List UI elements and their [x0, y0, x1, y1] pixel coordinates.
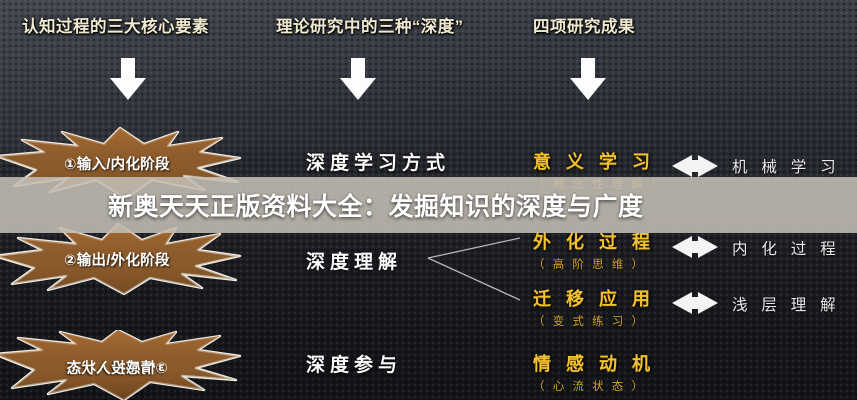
- outcome-subtitle: （ 变 式 练 习 ）: [533, 316, 646, 328]
- outcome-subtitle: （ 高 阶 思 维 ）: [533, 259, 646, 271]
- down-arrow-icon: [566, 58, 610, 102]
- compare-arrow-icon: [672, 292, 718, 314]
- burst-shape-icon: [0, 330, 242, 400]
- stage-label: ①输入/内化阶段: [64, 156, 170, 173]
- depth-label: 深度参与: [306, 355, 403, 376]
- arrow-shaft: [121, 58, 135, 80]
- column-heading-depths: 理论研究中的三种“深度”: [276, 18, 464, 36]
- outcome-title: 迁 移 应 用: [533, 289, 656, 309]
- column-heading-elements: 认知过程的三大核心要素: [22, 18, 209, 36]
- burst-shape-icon: [0, 222, 242, 296]
- down-arrow-icon: [336, 58, 380, 102]
- outcome-title: 情 感 动 机: [533, 354, 656, 374]
- column-heading-outcomes: 四项研究成果: [533, 18, 635, 36]
- stage-burst-badge: ③情感投入状态: [0, 330, 242, 400]
- arrow-head: [340, 78, 376, 100]
- stage-label: ③情感投入状态: [66, 360, 168, 377]
- overlay-title-banner: 新奥天天正版资料大全：发掘知识的深度与广度: [0, 177, 857, 233]
- arrow-head-right: [698, 155, 718, 177]
- contrast-label: 机 械 学 习: [732, 159, 841, 176]
- compare-arrow-icon: [672, 236, 718, 258]
- arrow-head: [570, 78, 606, 100]
- arrow-head-left: [672, 236, 692, 258]
- outcome-item: 外 化 过 程 （ 高 阶 思 维 ）: [533, 228, 655, 272]
- contrast-label: 内 化 过 程: [732, 241, 841, 258]
- stage-label: ②输出/外化阶段: [64, 252, 170, 269]
- arrow-head-left: [672, 155, 692, 177]
- arrow-shaft: [351, 58, 365, 80]
- page-title: 新奥天天正版资料大全：发掘知识的深度与广度: [108, 193, 644, 221]
- arrow-shaft: [581, 58, 595, 80]
- outcome-title: 意 义 学 习: [533, 152, 656, 172]
- arrow-head-left: [672, 292, 692, 314]
- arrow-head-right: [698, 292, 718, 314]
- depth-label: 深度理解: [306, 252, 403, 273]
- stage-burst-badge: ②输出/外化阶段: [0, 222, 242, 296]
- outcome-item: 迁 移 应 用 （ 变 式 练 习 ）: [533, 285, 655, 329]
- outcome-subtitle: （ 心 流 状 态 ）: [533, 381, 646, 393]
- depth-label: 深度学习方式: [306, 153, 451, 174]
- outcome-title: 外 化 过 程: [533, 232, 656, 252]
- arrow-head: [110, 78, 146, 100]
- arrow-head-right: [698, 236, 718, 258]
- compare-arrow-icon: [672, 155, 718, 177]
- down-arrow-icon: [106, 58, 150, 102]
- contrast-label: 浅 层 理 解: [732, 297, 841, 314]
- outcome-item: 情 感 动 机 （ 心 流 状 态 ）: [533, 350, 655, 394]
